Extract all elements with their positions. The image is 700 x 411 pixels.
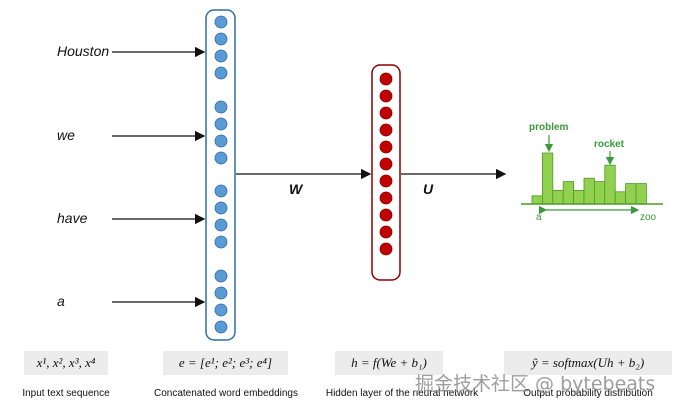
embedding-node xyxy=(214,32,228,46)
embedding-node xyxy=(214,218,228,232)
output-bar xyxy=(614,191,627,205)
hidden-node xyxy=(379,72,393,86)
hidden-node xyxy=(379,106,393,120)
watermark: 掘金技术社区 @ bytebeats xyxy=(415,373,656,395)
embedding-node xyxy=(214,320,228,334)
output-bar xyxy=(542,152,554,205)
formula-input: x¹, x², x³, x⁴ xyxy=(24,351,108,375)
hidden-node xyxy=(379,208,393,222)
output-bars xyxy=(531,152,647,205)
embedding-node xyxy=(214,269,228,283)
formula-output: ŷ = softmax(Uh + b₂) xyxy=(504,351,672,375)
embedding-node xyxy=(214,66,228,80)
output-bar xyxy=(594,181,606,205)
hidden-node xyxy=(379,174,393,188)
embedding-node xyxy=(214,286,228,300)
output-bar xyxy=(604,164,616,205)
embedding-nodes xyxy=(214,15,228,334)
weight-w-label: W xyxy=(289,181,303,197)
formula-hidden: h = f(We + b₁) xyxy=(335,351,443,375)
embedding-node xyxy=(214,201,228,215)
hidden-layer-box xyxy=(371,64,401,281)
caption-input: Input text sequence xyxy=(22,388,110,399)
hidden-node xyxy=(379,191,393,205)
embedding-node xyxy=(214,235,228,249)
hidden-node xyxy=(379,242,393,256)
embedding-node xyxy=(214,134,228,148)
vocab-axis-start: a xyxy=(536,212,542,223)
input-word-houston: Houston xyxy=(57,43,110,59)
input-arrows xyxy=(112,46,206,308)
label-rocket: rocket xyxy=(594,139,625,150)
hidden-node xyxy=(379,140,393,154)
embedding-node xyxy=(214,49,228,63)
embedding-node xyxy=(214,184,228,198)
output-bar xyxy=(573,189,585,205)
output-bar xyxy=(531,195,543,205)
input-word-have: have xyxy=(57,210,88,226)
weight-u-label: U xyxy=(423,181,434,197)
embedding-node xyxy=(214,151,228,165)
output-bar xyxy=(625,183,637,205)
caption-hidden: Hidden layer of the neural network xyxy=(325,388,479,399)
embedding-node xyxy=(214,100,228,114)
hidden-nodes xyxy=(379,72,393,256)
hidden-node xyxy=(379,123,393,137)
output-bar xyxy=(635,183,647,205)
embedding-node xyxy=(214,117,228,131)
hidden-node xyxy=(379,89,393,103)
caption-output: Output probability distribution xyxy=(523,388,653,399)
formula-embedding: e = [e¹; e²; e³; e⁴] xyxy=(163,351,288,375)
vocab-axis-end: zoo xyxy=(640,212,657,223)
output-bar xyxy=(583,177,595,205)
caption-embedding: Concatenated word embeddings xyxy=(154,388,298,399)
input-word-we: we xyxy=(57,127,75,143)
embedding-layer-box xyxy=(205,9,236,341)
output-bar xyxy=(562,181,575,205)
output-bar xyxy=(552,189,564,205)
embedding-node xyxy=(214,303,228,317)
label-problem: problem xyxy=(529,122,569,133)
embedding-node xyxy=(214,15,228,29)
hidden-node xyxy=(379,225,393,239)
input-word-a: a xyxy=(57,293,65,309)
hidden-node xyxy=(379,157,393,171)
